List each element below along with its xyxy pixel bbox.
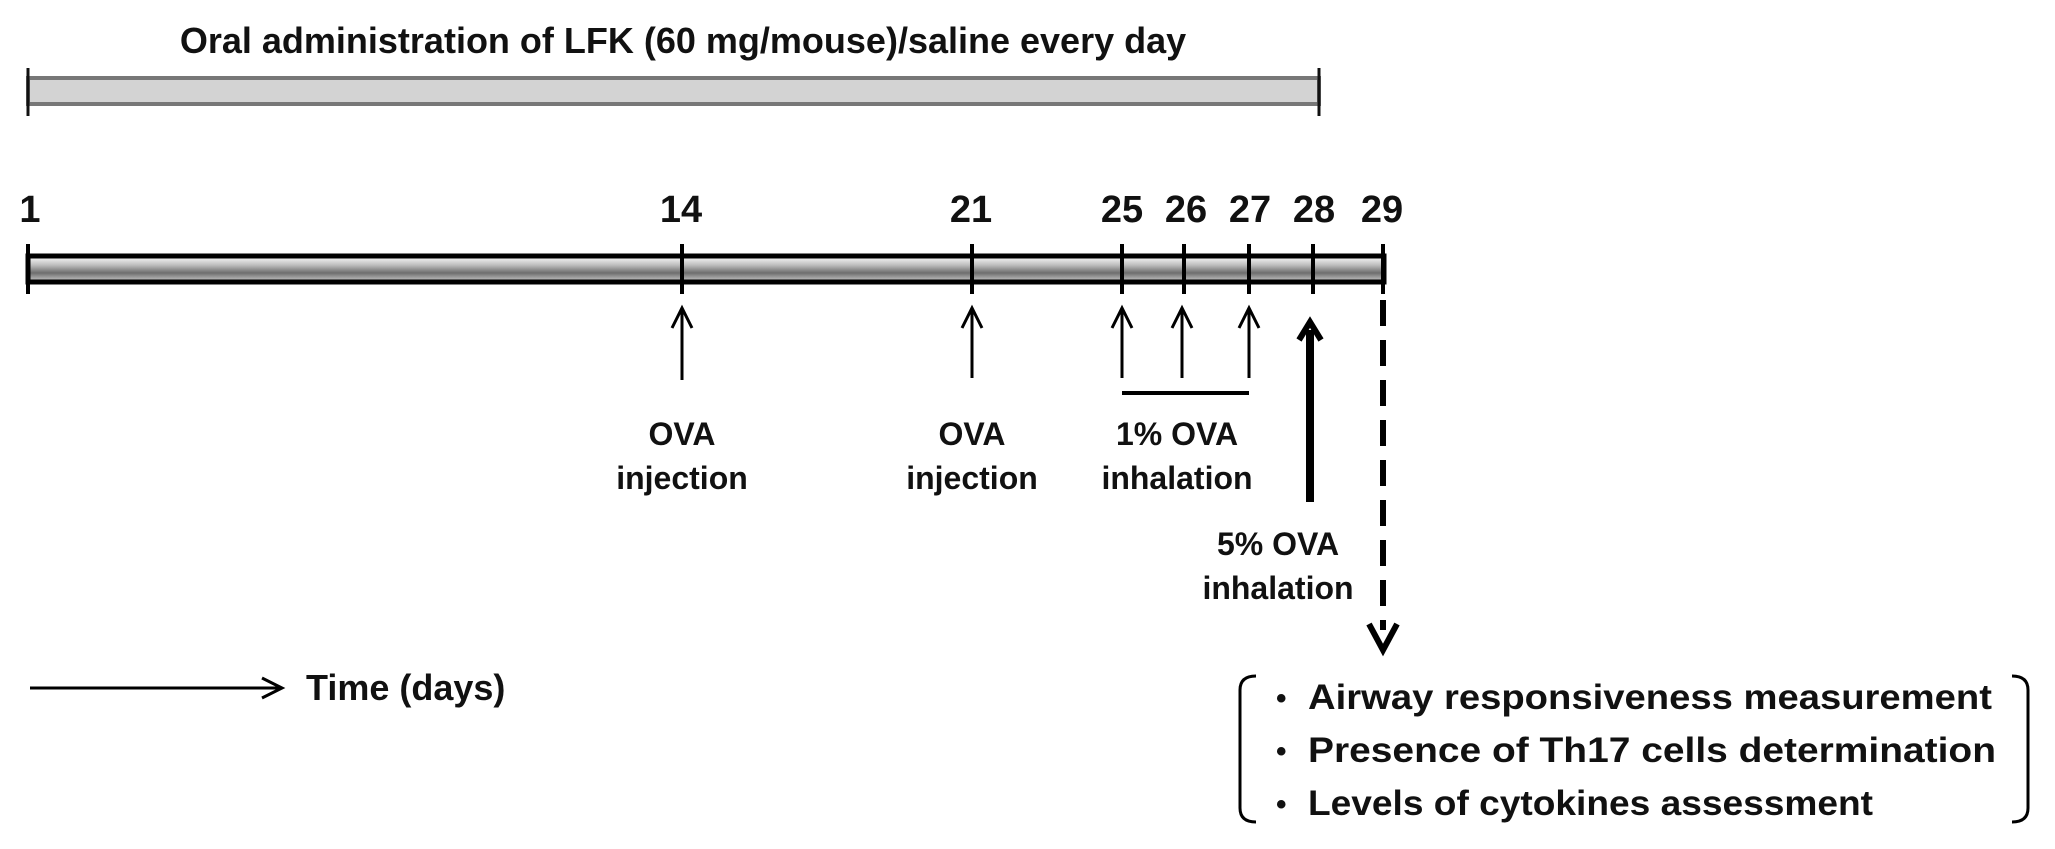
arrow-day27 — [1237, 304, 1261, 378]
arrow-day14 — [670, 304, 694, 380]
bold-arrow-day28 — [1296, 316, 1324, 502]
outcome-item-cytokines: Levels of cytokines assessment — [1308, 784, 1873, 823]
outcome-bullet: • — [1276, 682, 1287, 715]
day-label-21: 21 — [950, 189, 992, 231]
time-legend-arrow — [30, 676, 286, 700]
day-label-29: 29 — [1361, 189, 1403, 231]
day-labels: 1 14 21 25 26 27 28 29 — [19, 189, 1403, 231]
administration-label: Oral administration of LFK (60 mg/mouse)… — [180, 20, 1186, 61]
day-label-26: 26 — [1165, 189, 1207, 231]
arrow-day25 — [1110, 304, 1134, 378]
outcome-bullet: • — [1276, 788, 1287, 821]
dashed-arrow-day29 — [1366, 300, 1400, 657]
ova-5pct-line2: inhalation — [1202, 570, 1353, 606]
ova-injection-1-line1: OVA — [649, 416, 716, 452]
ova-1pct-line2: inhalation — [1101, 460, 1252, 496]
ova-1pct-line1: 1% OVA — [1116, 416, 1238, 452]
day-label-25: 25 — [1101, 189, 1143, 231]
arrow-day26 — [1170, 304, 1194, 378]
ova-injection-1-line2: injection — [616, 460, 748, 496]
arrow-day21 — [960, 304, 984, 378]
outcome-item-airway: Airway responsiveness measurement — [1308, 678, 1992, 717]
day-label-1: 1 — [19, 189, 40, 231]
day-label-27: 27 — [1229, 189, 1271, 231]
time-legend-label: Time (days) — [306, 667, 505, 708]
day-label-14: 14 — [660, 189, 702, 231]
administration-bar — [26, 68, 1321, 116]
timeline-bar — [25, 244, 1387, 294]
outcome-bullet: • — [1276, 735, 1287, 768]
outcome-item-th17: Presence of Th17 cells determination — [1308, 731, 1996, 770]
ova-5pct-line1: 5% OVA — [1217, 526, 1339, 562]
outcome-right-bracket — [2011, 674, 2030, 824]
ova-injection-2-line1: OVA — [939, 416, 1006, 452]
ova-injection-2-line2: injection — [906, 460, 1038, 496]
outcome-left-bracket — [1238, 674, 1257, 824]
day-label-28: 28 — [1293, 189, 1335, 231]
